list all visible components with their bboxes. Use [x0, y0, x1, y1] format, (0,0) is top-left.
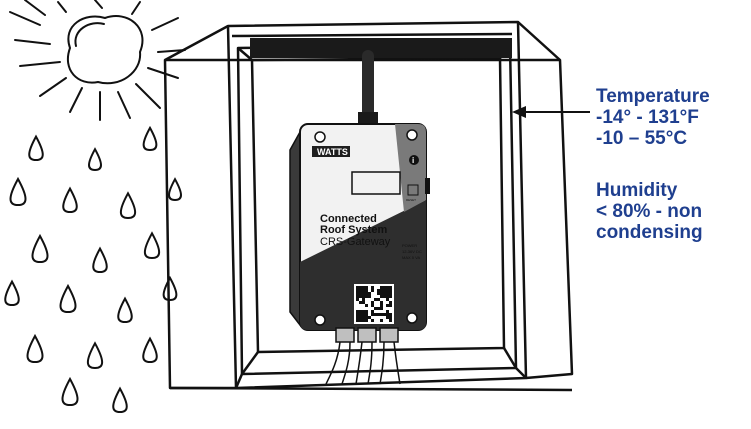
humidity-line1: < 80% - non [596, 201, 703, 222]
raindrop-icon [143, 231, 161, 260]
device-brand: WATTS [317, 147, 348, 157]
device-power-detail1: 12-36V DC [402, 249, 422, 254]
raindrop-icon [61, 376, 79, 407]
raindrop-icon [59, 283, 77, 314]
cables [325, 341, 401, 385]
raindrop-icon [119, 191, 137, 220]
humidity-spec: Humidity < 80% - non condensing [596, 180, 703, 243]
raindrop-icon [142, 125, 158, 152]
raindrop-icon [4, 279, 20, 307]
raindrop-icon [162, 275, 178, 302]
sun-icon [9, 0, 186, 121]
antenna-icon [358, 50, 378, 128]
raindrop-icon [28, 134, 44, 162]
humidity-line2: condensing [596, 222, 703, 243]
raindrop-icon [112, 386, 128, 414]
arrow-icon [512, 106, 590, 118]
raindrop-icon [88, 147, 102, 172]
raindrop-icon [92, 246, 108, 274]
device-reset-label: RESET [406, 198, 416, 202]
device-name-line1: Connected [320, 213, 377, 225]
device-power-detail2: MAX 5 VA [402, 255, 420, 260]
device-name-line2: Roof System [320, 224, 387, 236]
device-power-label: POWER [402, 243, 417, 248]
raindrops [4, 125, 182, 414]
qr-code-icon [354, 284, 394, 324]
raindrop-icon [168, 177, 182, 202]
raindrop-icon [9, 176, 27, 207]
enclosure-top-shadow [250, 38, 512, 58]
temperature-heading: Temperature [596, 86, 710, 107]
raindrop-icon [26, 333, 44, 364]
cable-glands [335, 327, 399, 343]
device-model: CRS-Gateway [320, 236, 391, 248]
temperature-range-f: -14° - 131°F [596, 107, 699, 128]
raindrop-icon [86, 341, 104, 370]
humidity-heading: Humidity [596, 180, 678, 201]
raindrop-icon [117, 296, 133, 324]
device-info-label: i [412, 156, 414, 165]
temperature-spec: Temperature -14° - 131°F -10 – 55°C [596, 86, 710, 149]
raindrop-icon [31, 233, 49, 264]
raindrop-icon [142, 336, 158, 364]
temperature-range-c: -10 – 55°C [596, 128, 688, 149]
raindrop-icon [62, 186, 78, 214]
gateway-device [289, 123, 430, 331]
